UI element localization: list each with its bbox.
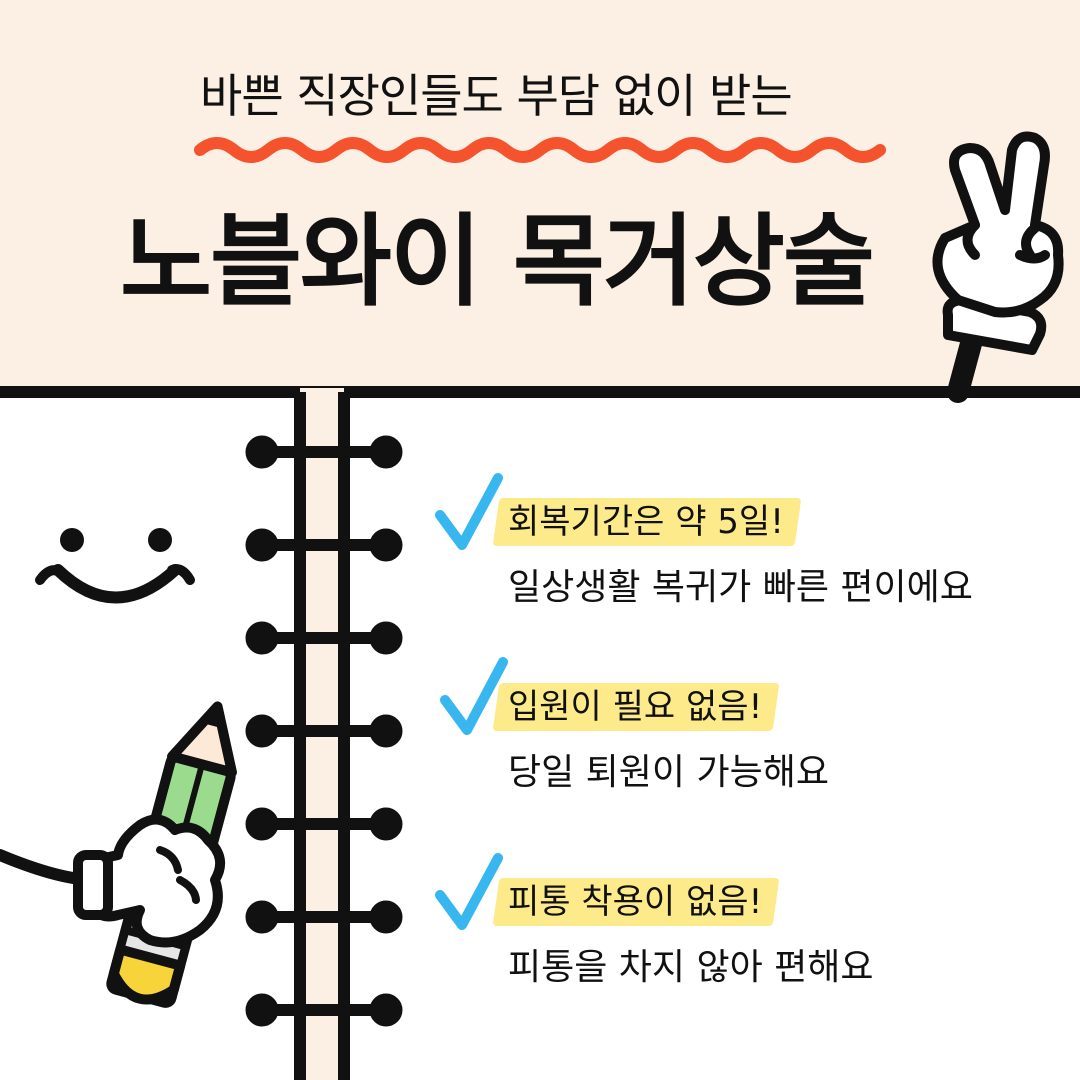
- checkmark-icon: [435, 853, 503, 930]
- page-title: 노블와이 목거상술: [120, 203, 875, 320]
- checkmark-icon: [440, 657, 508, 735]
- spiral-ring: [245, 807, 403, 841]
- header-background: [0, 0, 1080, 392]
- peace-hand-icon: [932, 131, 1064, 403]
- item-description: 피통을 차지 않아 편해요: [508, 947, 874, 988]
- spiral-ring: [245, 900, 403, 934]
- item-heading: 피통 착용이 없음!: [492, 872, 780, 932]
- spiral-ring: [245, 435, 403, 469]
- item-heading: 회복기간은 약 5일!: [492, 492, 802, 552]
- spiral-ring: [245, 621, 403, 655]
- spiral-binding-icon: [245, 435, 403, 1027]
- item-heading-text: 회복기간은 약 5일!: [508, 502, 784, 542]
- pencil-hand-icon: [0, 701, 237, 1008]
- item-description: 당일 퇴원이 가능해요: [508, 752, 829, 793]
- smiley-face-icon: [35, 528, 195, 604]
- spiral-ring: [245, 528, 403, 562]
- item-heading: 입원이 필요 없음!: [492, 677, 780, 737]
- spiral-ring: [245, 993, 403, 1027]
- wave-underline: [194, 137, 886, 163]
- item-description: 일상생활 복귀가 빠른 편이에요: [508, 567, 973, 608]
- item-heading-text: 피통 착용이 없음!: [508, 882, 763, 922]
- spiral-ring: [245, 714, 403, 748]
- checkmark-icon: [435, 473, 503, 550]
- item-heading-text: 입원이 필요 없음!: [508, 687, 763, 727]
